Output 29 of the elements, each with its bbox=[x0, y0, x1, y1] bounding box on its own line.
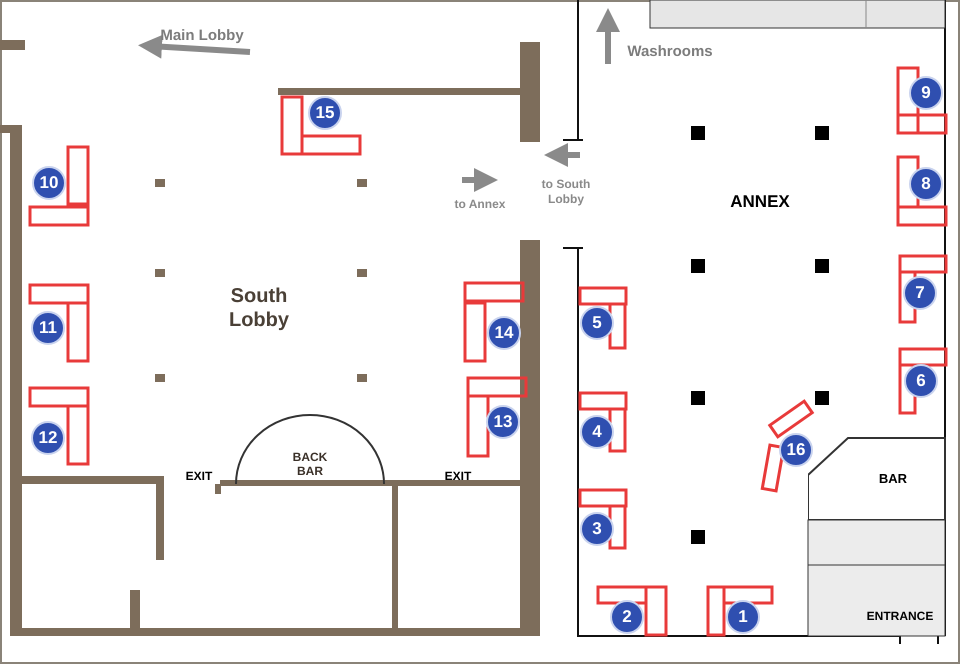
booth-number: 10 bbox=[32, 166, 66, 200]
booth-number: 3 bbox=[580, 512, 614, 546]
direction-label: to Annex bbox=[454, 196, 506, 212]
room-label: ANNEX bbox=[730, 191, 790, 214]
booth-number: 2 bbox=[610, 600, 644, 634]
booth-number: 12 bbox=[31, 421, 65, 455]
area-label: ENTRANCE bbox=[866, 608, 934, 625]
area-label: EXIT bbox=[444, 468, 472, 485]
booth-number: 14 bbox=[487, 316, 521, 350]
booth-number: 1 bbox=[726, 600, 760, 634]
area-label: BAR bbox=[878, 470, 908, 488]
booth-number: 7 bbox=[903, 276, 937, 310]
booth-number: 15 bbox=[308, 96, 342, 130]
booth-number: 5 bbox=[580, 306, 614, 340]
area-label: EXIT bbox=[186, 468, 212, 485]
direction-label: Main Lobby bbox=[160, 26, 244, 46]
direction-label: Washrooms bbox=[627, 42, 713, 62]
booth-number: 6 bbox=[904, 364, 938, 398]
back-bar-area bbox=[235, 414, 385, 484]
booth-number: 11 bbox=[31, 311, 65, 345]
booth-number: 4 bbox=[580, 415, 614, 449]
area-label: BACK BAR bbox=[292, 450, 328, 478]
booth-number: 8 bbox=[909, 167, 943, 201]
bar-area bbox=[808, 437, 948, 520]
room-label: South Lobby bbox=[228, 284, 290, 332]
direction-label: to South Lobby bbox=[541, 177, 591, 207]
booth-number: 16 bbox=[779, 433, 813, 467]
booth-number: 9 bbox=[909, 76, 943, 110]
booth-number: 13 bbox=[486, 405, 520, 439]
